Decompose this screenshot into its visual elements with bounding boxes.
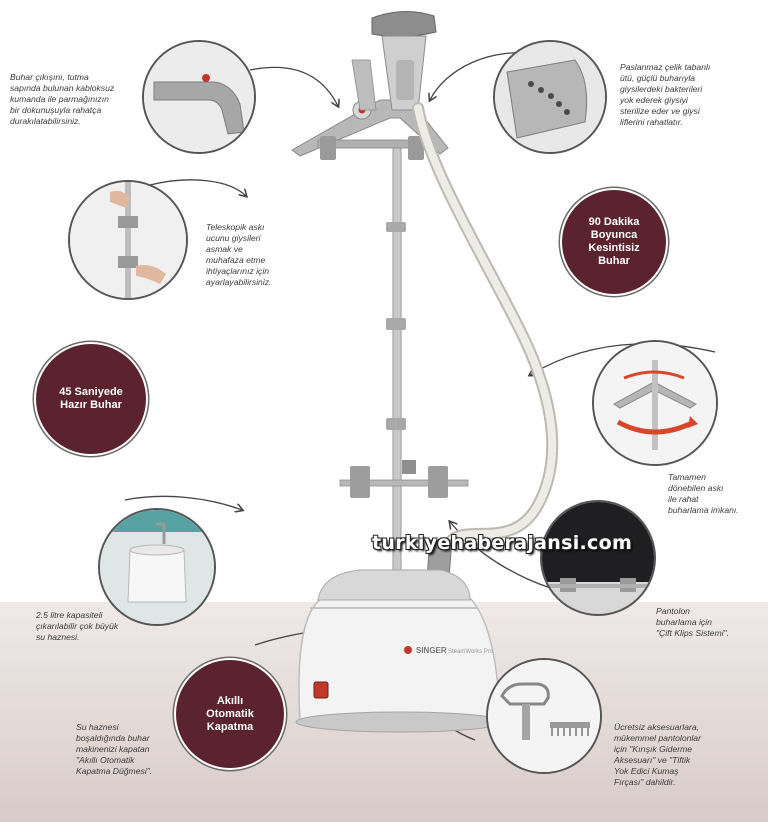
device-brand-label: SINGER (416, 646, 447, 655)
badge-nonstop-steam: 90 Dakika Boyunca Kesintisiz Buhar (562, 190, 666, 294)
photo-telescopic-pole (68, 180, 188, 300)
photo-rotating-hanger (592, 340, 718, 466)
photo-handle-control (142, 40, 256, 154)
note-steam-plate: Paslanmaz çelik tabanlı ütü, güçlü buhar… (620, 62, 711, 127)
note-accessories: Ücretsiz aksesuarlara, mükemmel pantolon… (614, 722, 701, 787)
note-trouser-clips: Pantolon buharlama için "Çift Klips Sist… (656, 606, 729, 638)
badge-ready-steam: 45 Saniyede Hazır Buhar (36, 344, 146, 454)
note-handle-control: Buhar çıkışını, tutma sapında bulunan ka… (10, 72, 115, 126)
note-telescopic: Teleskopik askı ucunu giysileri asmak ve… (206, 222, 272, 287)
badge-auto-shutoff: Akıllı Otomatik Kapatma (176, 660, 284, 768)
watermark: turkiyehaberajansi.com (372, 532, 633, 554)
device-model-label: SteamWorks Pro (448, 649, 494, 655)
note-auto-shutoff: Su haznesi boşaldığında buhar makinenizi… (76, 722, 153, 776)
note-water-tank: 2.5 litre kapasiteli çıkarılabilir çok b… (36, 610, 119, 642)
photo-trouser-clips (540, 500, 656, 616)
note-rotating: Tamamen dönebilen askı ile rahat buharla… (668, 472, 739, 515)
photo-water-tank (98, 508, 216, 626)
photo-steam-plate (493, 40, 607, 154)
photo-accessories (486, 658, 602, 774)
